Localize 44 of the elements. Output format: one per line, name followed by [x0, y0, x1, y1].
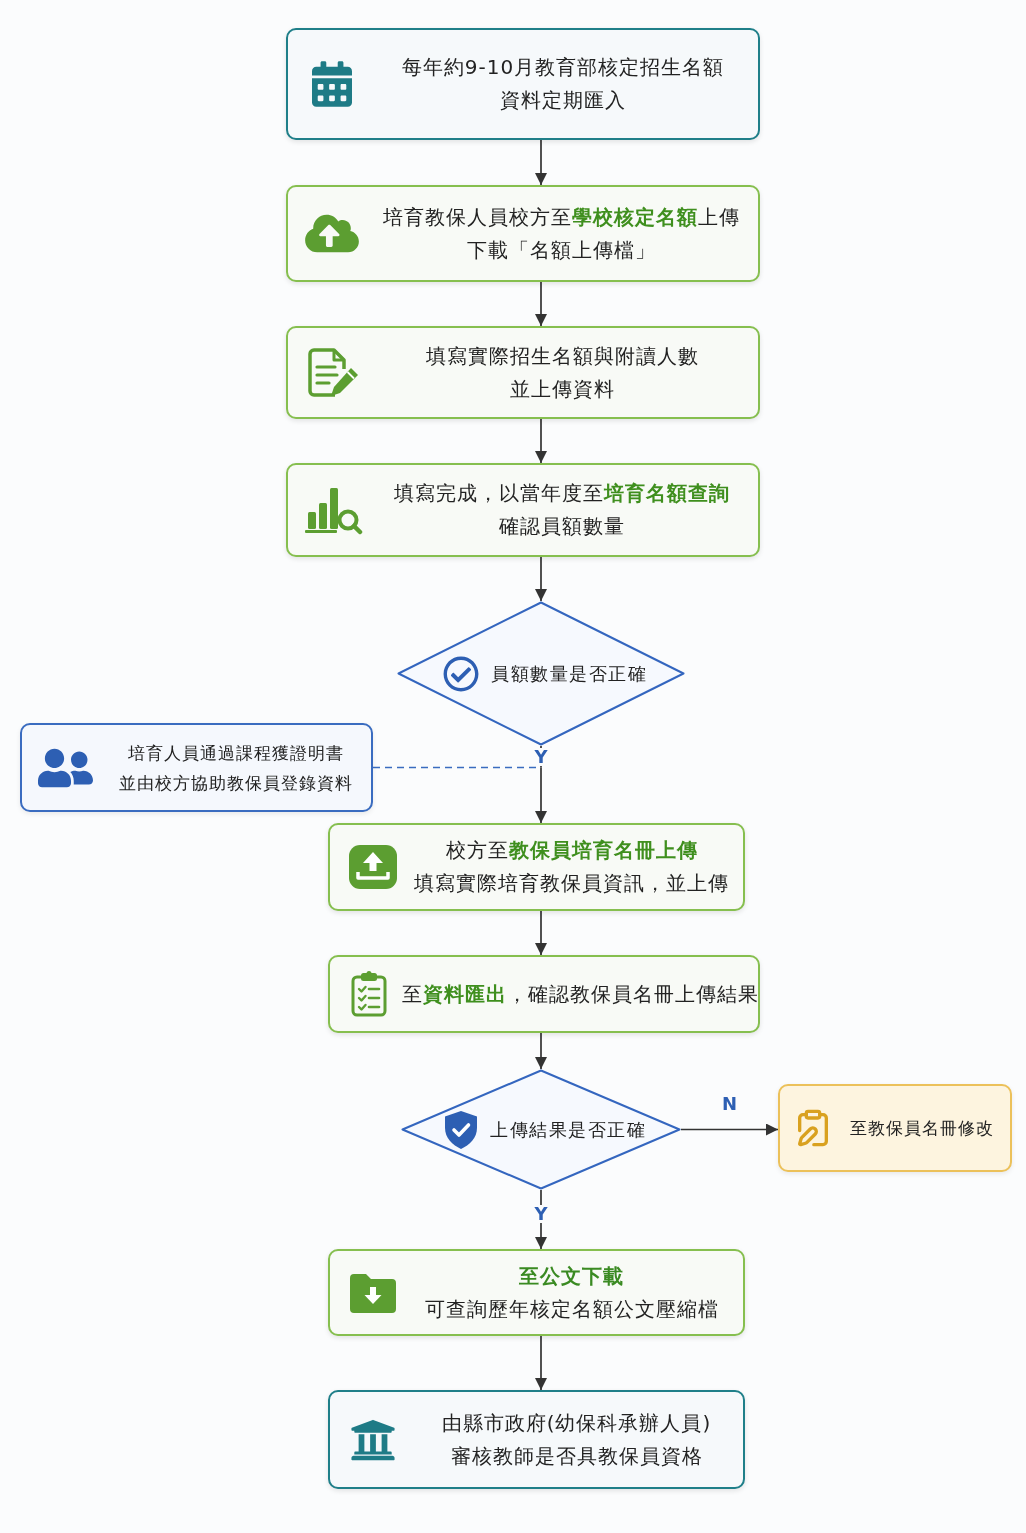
- process-box: [286, 185, 760, 282]
- arrow: [535, 418, 547, 464]
- arrow: [680, 1123, 779, 1136]
- decision-diamond: [397, 601, 685, 746]
- step-text: 由縣市政府(幼保科承辦人員): [441, 1409, 712, 1437]
- step-text: 下載「名額上傳檔」: [466, 236, 656, 264]
- process-box: [286, 326, 760, 419]
- arrow: [535, 556, 547, 602]
- step-text: 填寫實際招生名額與附讀人數: [425, 342, 699, 370]
- step-text: 可查詢歷年核定名額公文壓縮檔: [424, 1295, 719, 1323]
- arrow: [535, 910, 547, 956]
- step-heading: 至公文下載: [519, 1262, 624, 1290]
- step-text: 審核教師是否具教保員資格: [450, 1442, 703, 1470]
- step-text: 資料定期匯入: [500, 87, 626, 114]
- step-text: 培育教保人員校方至學校核定名額上傳: [382, 203, 740, 231]
- process-box: [328, 823, 745, 911]
- step-text: 填寫完成，以當年度至培育名額查詢: [394, 480, 730, 507]
- process-box: [286, 28, 760, 140]
- arrow: [535, 1335, 547, 1391]
- edge-label: Y: [531, 747, 551, 766]
- process-box: [328, 1390, 745, 1489]
- step-text: 填寫實際培育教保員資訊，並上傳: [414, 870, 729, 897]
- step-text: 每年約9-10月教育部核定招生名額: [401, 54, 725, 81]
- process-box: [328, 955, 760, 1033]
- step-text: 培育人員通過課程獲證明書: [127, 741, 344, 765]
- arrow: [535, 766, 547, 824]
- arrow: [535, 139, 547, 186]
- step-text: 確認員額數量: [499, 513, 625, 540]
- arrow: [535, 281, 547, 327]
- step-text: 並上傳資料: [509, 375, 615, 403]
- step-text: 並由校方協助教保員登錄資料: [118, 771, 353, 795]
- process-box: [328, 1249, 745, 1336]
- step-text: 至教保員名冊修改: [850, 1117, 994, 1140]
- process-box: [778, 1084, 1012, 1172]
- step-text: 校方至教保員培育名冊上傳: [445, 837, 698, 864]
- edge-label: N: [721, 1094, 738, 1113]
- step-text: 至資料匯出，確認教保員名冊上傳結果: [402, 980, 759, 1008]
- process-box: [286, 463, 760, 557]
- decision-text: 上傳結果是否正確: [490, 1117, 646, 1142]
- decision-diamond: [401, 1069, 681, 1190]
- process-box: [20, 723, 373, 812]
- arrow: [535, 1032, 547, 1070]
- edge-label: Y: [531, 1204, 551, 1223]
- decision-text: 員額數量是否正確: [491, 661, 647, 686]
